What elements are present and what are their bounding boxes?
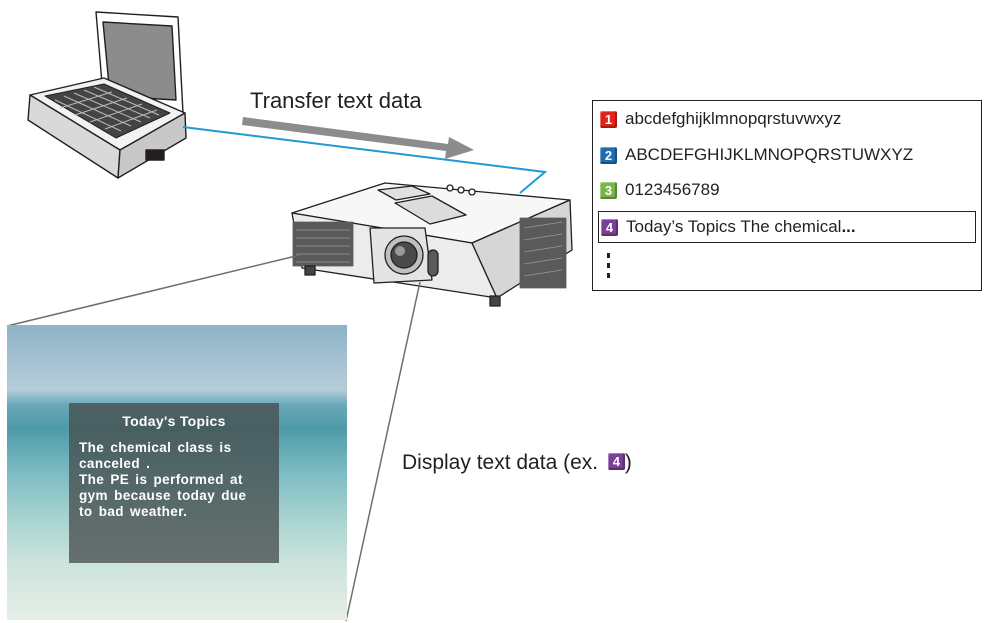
list-item: 3 0123456789: [600, 176, 720, 204]
list-item-text: Today’s Topics The chemical: [626, 217, 842, 236]
text-data-list: 1 abcdefghijklmnopqrstuvwxyz 2 ABCDEFGHI…: [592, 100, 982, 291]
display-text-close: ): [624, 451, 632, 474]
projection-line-right: [345, 281, 421, 622]
list-item: 2 ABCDEFGHIJKLMNOPQRSTUWXYZ: [600, 141, 913, 169]
cable-line: [182, 126, 548, 194]
list-item: 1 abcdefghijklmnopqrstuvwxyz: [600, 105, 841, 133]
list-item-text: abcdefghijklmnopqrstuvwxyz: [625, 109, 842, 128]
projector-icon: [291, 182, 573, 307]
list-item-text: ABCDEFGHIJKLMNOPQRSTUWXYZ: [625, 145, 914, 164]
more-items-ellipsis: [607, 253, 613, 283]
text-overlay: Today's Topics The chemical class is can…: [69, 403, 279, 563]
badge-2: 2: [600, 146, 617, 164]
projected-screen: Today's Topics The chemical class is can…: [7, 325, 347, 620]
laptop-icon: [27, 11, 187, 179]
badge-1: 1: [600, 110, 617, 128]
badge-4: 4: [601, 218, 618, 236]
projection-line-left: [6, 254, 301, 327]
display-text-caption: Display text data (ex.: [402, 451, 604, 474]
list-item-text: 0123456789: [625, 180, 720, 199]
display-text-label: Display text data (ex. 4): [402, 451, 632, 475]
overlay-body: The chemical class is canceled . The PE …: [79, 440, 247, 519]
badge-3: 3: [600, 181, 617, 199]
transfer-arrow-icon: [242, 117, 474, 159]
list-item-ellipsis: ...: [841, 217, 856, 236]
transfer-text-label: Transfer text data: [250, 88, 422, 113]
example-badge-4: 4: [607, 452, 625, 470]
list-item-selected: 4 Today’s Topics The chemical ...: [598, 211, 976, 243]
overlay-title: Today's Topics: [122, 413, 226, 429]
